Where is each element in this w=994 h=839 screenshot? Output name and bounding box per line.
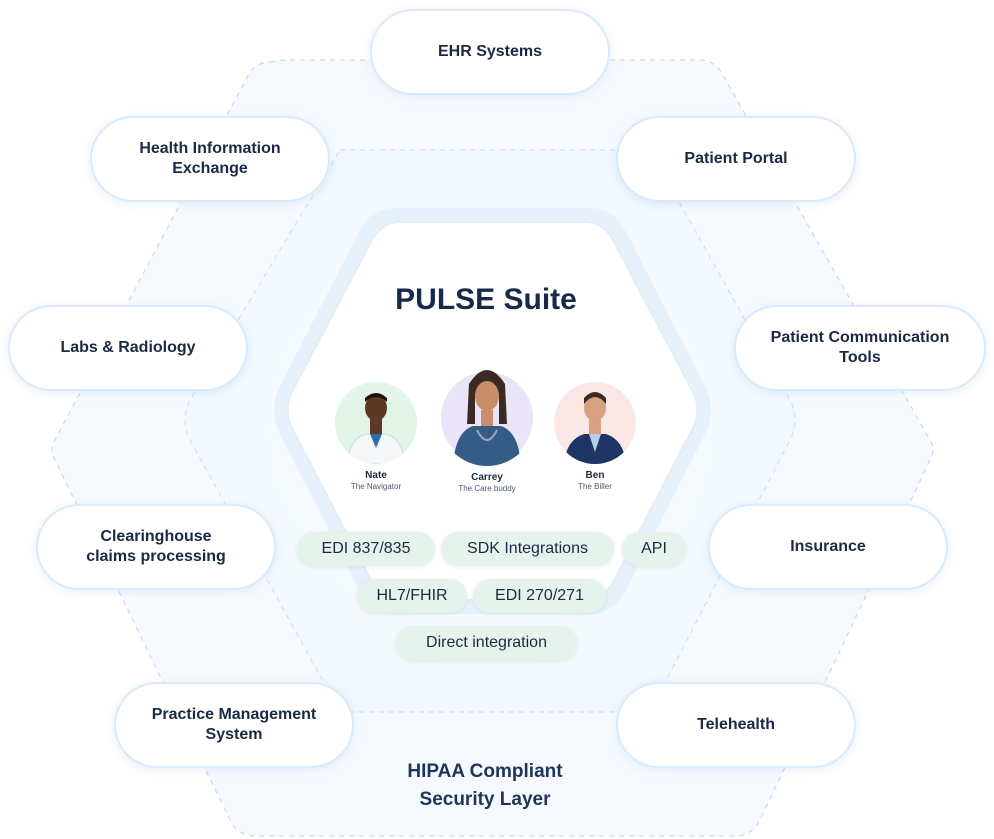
chip-edi-270-271[interactable]: EDI 270/271 [473,579,606,613]
node-comm-label-line2: Tools [839,349,881,366]
person-nate-role: The Navigator [350,482,402,491]
node-patient-communication-tools[interactable]: Patient Communication Tools [734,305,986,391]
person-carrey-illustration [441,370,533,466]
node-telehealth[interactable]: Telehealth [616,682,856,768]
chip-api[interactable]: API [622,532,686,566]
person-carrey-name: Carrey [471,472,503,483]
node-ehr-systems[interactable]: EHR Systems [370,9,610,95]
person-ben-role: The Biller [578,482,612,491]
chip-edi-837-835[interactable]: EDI 837/835 [297,532,435,566]
node-patient-portal-label: Patient Portal [684,150,788,167]
security-layer-line2: Security Layer [419,789,551,810]
node-insurance-label: Insurance [790,538,866,555]
person-nate-illustration [335,382,417,464]
node-hie-label-line1: Health Information [139,140,281,157]
person-ben-name: Ben [585,470,605,481]
security-layer-line1: HIPAA Compliant [407,761,563,782]
node-comm-label-line1: Patient Communication [770,329,950,346]
chip-hl7-fhir[interactable]: HL7/FHIR [357,579,467,613]
node-clearinghouse[interactable]: Clearinghouse claims processing [36,504,276,590]
node-health-information-exchange[interactable]: Health Information Exchange [90,116,330,202]
person-nate-name: Nate [365,470,387,481]
node-clearinghouse-label-line2: claims processing [86,548,226,565]
person-carrey: Carrey The Care buddy [437,354,537,494]
person-ben-photo [554,382,636,464]
node-clearinghouse-label-line1: Clearinghouse [100,528,212,545]
node-insurance[interactable]: Insurance [708,504,948,590]
node-ehr-systems-label: EHR Systems [437,43,543,60]
chip-sdk-integrations[interactable]: SDK Integrations [441,532,614,566]
person-nate-photo [335,382,417,464]
node-hie-label-line2: Exchange [172,160,248,177]
chip-direct-integration[interactable]: Direct integration [396,626,577,660]
node-telehealth-label: Telehealth [697,716,775,733]
node-labs-radiology[interactable]: Labs & Radiology [8,305,248,391]
node-patient-portal[interactable]: Patient Portal [616,116,856,202]
node-labs-label: Labs & Radiology [60,339,196,356]
person-ben-illustration [554,382,636,464]
node-pms-label-line1: Practice Management [151,706,317,723]
person-carrey-photo [439,354,535,466]
person-ben: Ben The Biller [545,382,645,492]
person-nate: Nate The Navigator [326,382,426,492]
node-pms-label-line2: System [205,726,263,743]
node-practice-management-system[interactable]: Practice Management System [114,682,354,768]
security-layer-label: HIPAA Compliant Security Layer [360,758,610,814]
suite-title: PULSE Suite [395,283,577,316]
person-carrey-role: The Care buddy [458,484,516,493]
